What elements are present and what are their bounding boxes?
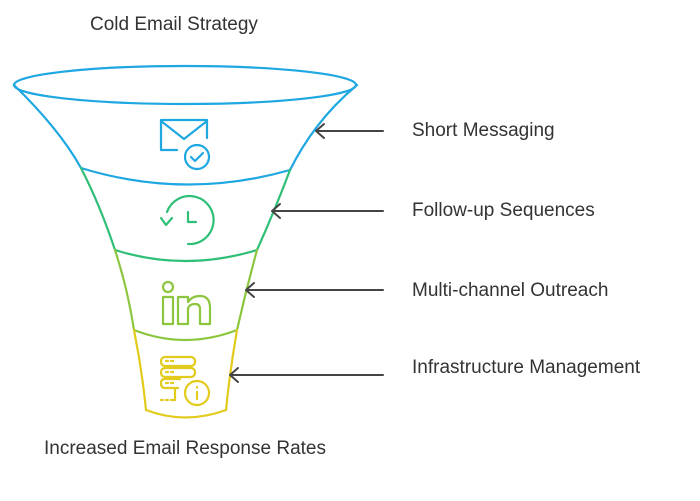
arrow-1 xyxy=(315,123,384,139)
server-info-icon xyxy=(159,355,211,407)
stage-label-multi-channel: Multi-channel Outreach xyxy=(412,280,609,301)
arrow-3 xyxy=(245,282,384,298)
clock-history-icon xyxy=(159,195,215,246)
funnel-stage-4 xyxy=(132,328,239,419)
funnel-stage-1 xyxy=(12,64,359,186)
linkedin-icon xyxy=(161,280,212,326)
stage-label-infrastructure: Infrastructure Management xyxy=(412,357,641,378)
mail-check-icon xyxy=(159,118,211,171)
stage-label-follow-up: Follow-up Sequences xyxy=(412,200,595,221)
funnel-stage-2 xyxy=(79,166,292,263)
arrow-4 xyxy=(229,367,384,383)
funnel-stage-3 xyxy=(113,248,259,342)
stage-label-short-messaging: Short Messaging xyxy=(412,120,555,141)
arrow-2 xyxy=(271,203,384,219)
funnel-outcome: Increased Email Response Rates xyxy=(44,438,326,459)
diagram-title: Cold Email Strategy xyxy=(90,14,258,35)
